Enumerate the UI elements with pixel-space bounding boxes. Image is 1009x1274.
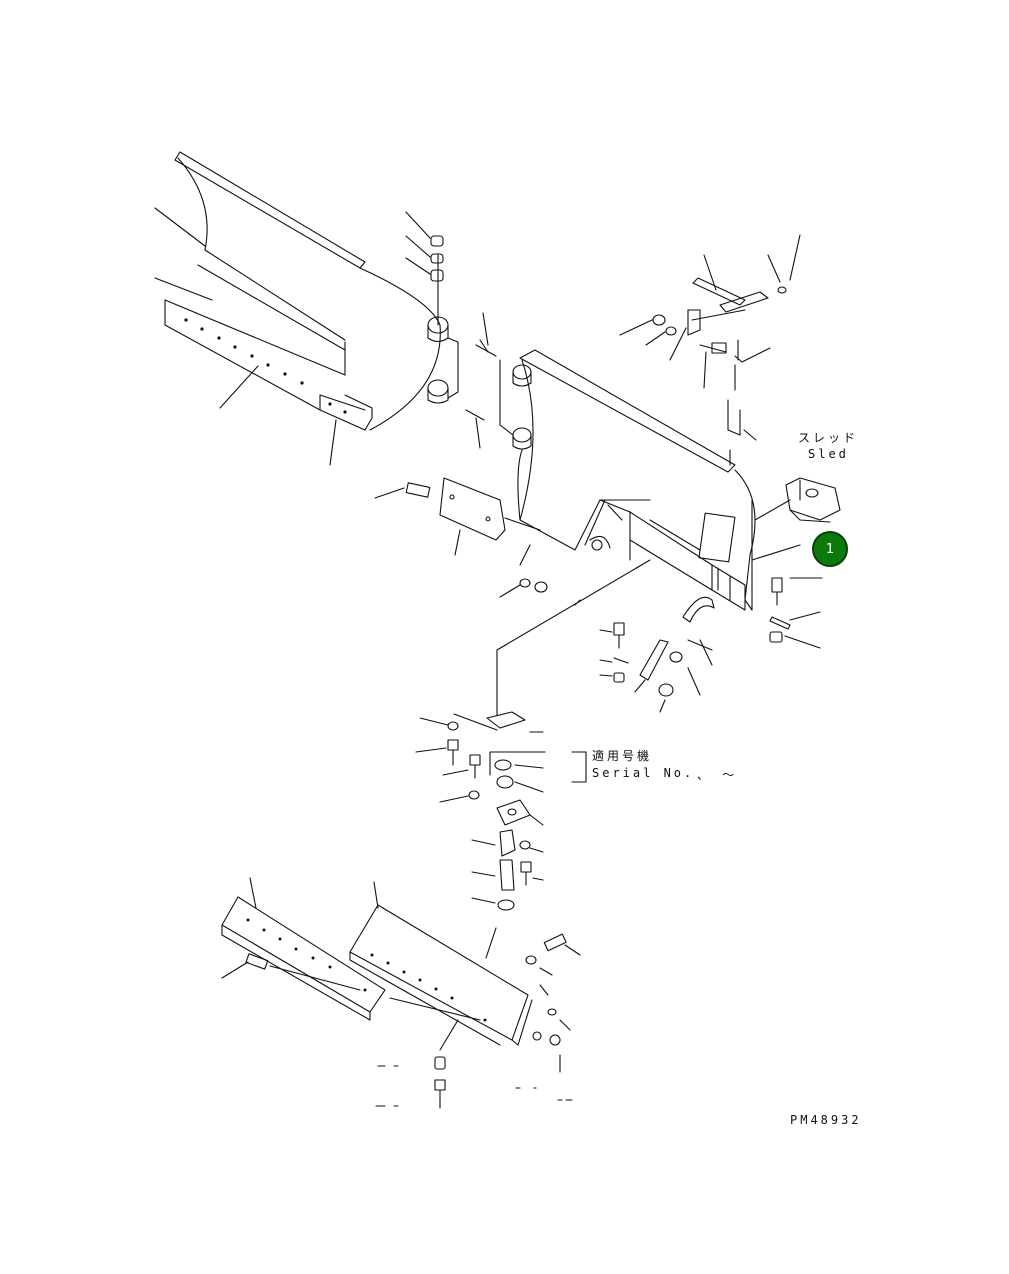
serial-range: 、 〜 xyxy=(697,768,738,782)
cutting-edge-holes xyxy=(246,918,487,1022)
callout-marker-1[interactable]: 1 xyxy=(812,531,848,567)
sled-label-en: Sled xyxy=(808,447,849,461)
left-wing-bolt-holes xyxy=(184,318,347,414)
drawing-code: PM48932 xyxy=(790,1113,862,1127)
serial-bracket xyxy=(571,751,587,783)
right-side-hardware xyxy=(599,577,823,713)
sled-part xyxy=(785,477,841,523)
serial-label-jp: 適用号機 xyxy=(592,749,653,763)
sled-label-jp: スレッド xyxy=(798,431,859,445)
lower-bracket-assembly xyxy=(415,711,546,911)
serial-label-en: Serial No. xyxy=(592,766,695,780)
center-blade xyxy=(499,349,801,611)
left-hinge-parts xyxy=(405,211,497,449)
top-right-linkage xyxy=(619,234,801,441)
center-bracket xyxy=(374,477,651,716)
cutting-edges xyxy=(221,877,581,1109)
left-blade-wing xyxy=(154,151,441,466)
